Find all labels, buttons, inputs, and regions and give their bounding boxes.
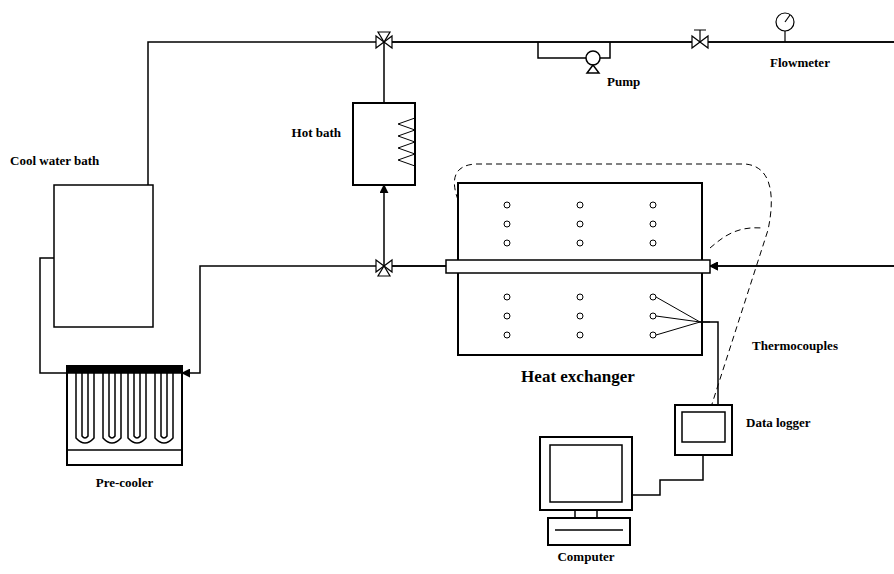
computer-drawing: [540, 437, 632, 545]
pipe-connector: [710, 322, 718, 405]
thermocouple-lead: [710, 228, 762, 248]
heater-coil: [398, 118, 415, 166]
part-label: Pump: [607, 74, 640, 90]
thermocouple-wires: [656, 297, 710, 335]
hot-bath-tank: [353, 103, 415, 185]
three-way-valve: [376, 32, 392, 48]
pipe-connector: [40, 258, 67, 373]
computer: Computer: [540, 437, 632, 545]
hot-bath: Hot bath: [353, 103, 415, 185]
flow-gauge: [776, 13, 794, 42]
cool-bath-tank: [54, 185, 153, 327]
pre-cooler: Pre-cooler: [67, 366, 182, 465]
part-label: Flowmeter: [770, 55, 830, 71]
pipe-connector: [632, 455, 703, 495]
pipe-connector: [182, 266, 446, 373]
pump-symbol: [538, 42, 610, 73]
flow-valve: [692, 30, 708, 48]
data-logger: Data logger: [675, 405, 732, 455]
pipe-connector: [384, 185, 446, 266]
node-label: Computer: [540, 549, 632, 565]
part-label: Thermocouples: [752, 338, 838, 354]
data-logger-drawing: [675, 405, 732, 455]
node-label: Cool water bath: [10, 153, 99, 169]
pipe-connector: [148, 42, 894, 266]
cool-water-bath: Cool water bath: [54, 185, 153, 327]
exchanger-tube: [446, 260, 710, 273]
pipe-connector: [384, 42, 894, 266]
pre-cooler-unit: [67, 366, 182, 465]
three-way-valve: [376, 260, 392, 276]
heat-exchanger: Heat exchanger: [446, 183, 710, 355]
node-label: Data logger: [746, 415, 811, 431]
node-label: Pre-cooler: [67, 475, 182, 491]
node-label: Heat exchanger: [446, 367, 710, 387]
node-label: Hot bath: [292, 125, 341, 141]
